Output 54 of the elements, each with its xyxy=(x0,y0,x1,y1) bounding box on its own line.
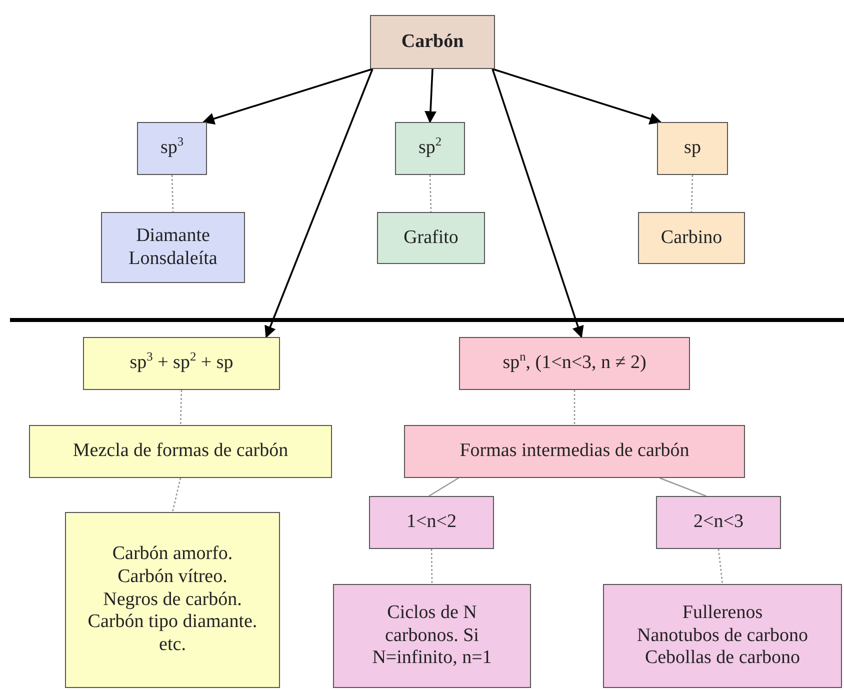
connector-line xyxy=(180,390,182,426)
connector-line xyxy=(171,174,174,212)
category-box xyxy=(404,425,745,478)
arrow xyxy=(264,68,374,338)
node-label: Fullerenos xyxy=(682,602,763,625)
connector-line xyxy=(574,390,576,425)
node-label: Mezcla de formas de carbón xyxy=(72,440,288,463)
allotrope-box xyxy=(101,212,245,283)
node-label: Negros de carbón. xyxy=(103,588,242,612)
examples-box xyxy=(333,584,531,688)
connector-line xyxy=(430,549,433,584)
examples-box xyxy=(65,512,280,688)
hybridization-box xyxy=(459,337,690,390)
node-label: Formas intermedias de carbón xyxy=(460,440,690,463)
allotrope-box xyxy=(638,212,745,264)
node-label: Nanotubos de carbono xyxy=(637,624,808,648)
node-label: sp$^{2}$ xyxy=(418,137,442,160)
node-label: Ciclos de N carbonos. Si N=infinito, n=1 xyxy=(371,602,493,670)
node-label: Carbón xyxy=(401,30,464,54)
node-label: Carbino xyxy=(660,226,722,250)
node-label: Carbón tipo diamante. xyxy=(88,611,258,634)
connector-line xyxy=(429,174,432,212)
node-label: Carbón vítreo. xyxy=(118,566,228,589)
examples-box xyxy=(603,584,842,688)
arrow xyxy=(492,68,662,124)
node-label: Cebollas de carbono xyxy=(644,647,800,670)
node-label: 2<n<3 xyxy=(694,511,744,534)
allotrope-box xyxy=(377,212,485,264)
node-label: sp xyxy=(684,137,701,160)
arrow xyxy=(492,68,584,338)
node-label: etc. xyxy=(159,634,186,657)
node-label: sp$^{3}$ xyxy=(160,137,184,160)
node-label: sp$^{n}$, (1<n<3, n ≠ 2) xyxy=(502,352,646,375)
node-label: Diamante xyxy=(136,224,210,248)
range-box xyxy=(656,496,781,549)
category-box xyxy=(29,425,332,478)
node-label: Lonsdaleíta xyxy=(128,248,218,270)
hybridization-box xyxy=(395,122,465,175)
hybridization-box xyxy=(137,122,207,175)
node-label: Carbón amorfo. xyxy=(112,543,233,566)
node-label: 1<n<2 xyxy=(406,511,456,534)
connector-line xyxy=(660,477,706,497)
arrow xyxy=(202,68,373,124)
range-box xyxy=(369,496,494,549)
arrow xyxy=(424,68,436,124)
connector-line xyxy=(718,548,724,584)
connector-line xyxy=(428,477,459,497)
connector-line xyxy=(172,478,182,512)
hybridization-box xyxy=(657,122,728,175)
connector-line xyxy=(690,174,694,212)
category-box xyxy=(370,15,495,69)
hybridization-box xyxy=(83,337,280,390)
node-label: Grafito xyxy=(404,226,458,250)
node-label: sp$^{3}$ + sp$^{2}$ + sp xyxy=(130,352,234,375)
